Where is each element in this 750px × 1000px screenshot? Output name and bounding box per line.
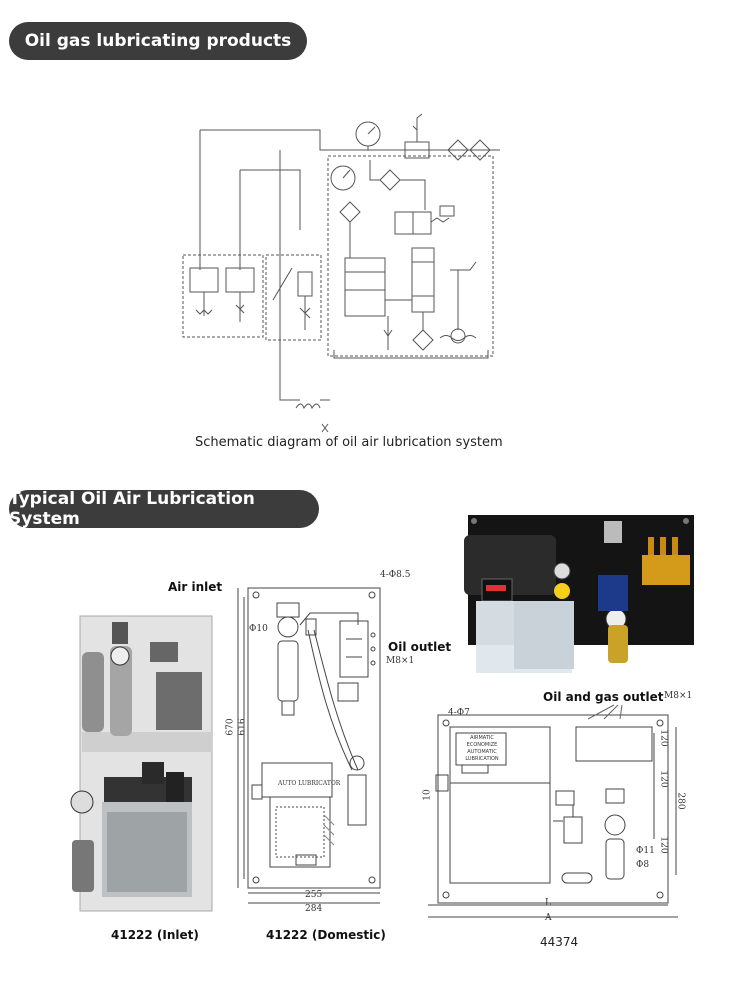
port-dia-dim: Φ10 <box>249 624 268 634</box>
schematic-diagram <box>182 113 500 433</box>
dim-phi8: Φ8 <box>636 860 650 870</box>
panel-line: LUBRICATION <box>465 756 499 762</box>
panel-line: AUTOMATIC <box>467 749 497 755</box>
drawing-44374 <box>428 704 678 918</box>
holes-44374: 4-Φ7 <box>448 708 470 718</box>
section-title-oil-gas: Oil gas lubricating products <box>9 22 307 60</box>
domestic-panel-text: AUTO LUBRICATOR <box>278 780 341 787</box>
oil-outlet-thread: M8×1 <box>386 656 415 666</box>
oil-gas-outlet-label: Oil and gas outlet <box>543 690 664 704</box>
dim-A: A <box>545 913 552 923</box>
panel-line: ECONOMIZE <box>466 742 498 748</box>
photo-44374 <box>458 515 694 677</box>
schematic-caption: Schematic diagram of oil air lubrication… <box>195 435 503 450</box>
section-title-typical: Typical Oil Air Lubrication System <box>9 489 319 529</box>
holes-dim: 4-Φ8.5 <box>380 570 411 580</box>
drawing-41222-domestic <box>237 587 381 904</box>
caption-44374: 44374 <box>540 935 579 949</box>
panel-line: AIRMATIC <box>470 735 494 741</box>
photo-41222-inlet <box>62 612 222 917</box>
caption-41222-inlet: 41222 (Inlet) <box>111 928 199 942</box>
oil-outlet-label: Oil outlet <box>388 640 452 654</box>
height-670: 670 <box>225 718 236 736</box>
oil-gas-outlet-thread: M8×1 <box>664 691 693 701</box>
width-255: 255 <box>305 890 323 900</box>
width-284: 284 <box>305 904 323 914</box>
dim-phi11: Φ11 <box>636 846 655 856</box>
panel-44374-text: AIRMATIC ECONOMIZE AUTOMATIC LUBRICATION <box>457 735 507 763</box>
air-inlet-label: Air inlet <box>168 580 223 594</box>
caption-41222-domestic: 41222 (Domestic) <box>266 928 386 942</box>
